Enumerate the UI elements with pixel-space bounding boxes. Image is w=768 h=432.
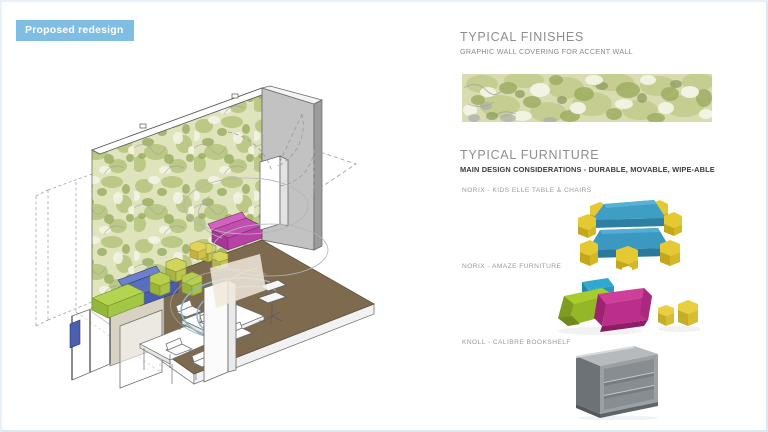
isometric-room-rendering [14, 54, 414, 424]
finishes-section: TYPICAL FINISHES GRAPHIC WALL COVERING F… [460, 30, 716, 56]
furniture-item-label-1: NORIX - KIDS ELLE TABLE & CHAIRS [462, 187, 592, 194]
finishes-subtitle: GRAPHIC WALL COVERING FOR ACCENT WALL [460, 47, 633, 56]
proposed-redesign-tag: Proposed redesign [16, 20, 134, 41]
kids-elle-table-chairs-image [570, 188, 690, 274]
furniture-item-label-2: NORIX - AMAZE FURNITURE [462, 263, 562, 270]
lounge-seating-green [91, 283, 145, 319]
calibre-bookshelf-image [558, 342, 672, 421]
lounge-seating-magenta [207, 211, 263, 251]
furniture-item-label-3: KNOLL - CALIBRE BOOKSHELF [462, 339, 571, 346]
furniture-subtitle: MAIN DESIGN CONSIDERATIONS - DURABLE, MO… [460, 165, 715, 174]
finishes-title: TYPICAL FINISHES [460, 30, 584, 44]
furniture-title: TYPICAL FURNITURE [460, 148, 600, 162]
glass-partition-2 [119, 309, 163, 389]
wall-covering-swatch [462, 74, 712, 122]
blue-accent-panel [69, 319, 81, 349]
amaze-furniture-image [540, 274, 702, 336]
ceiling-swing-outline [183, 177, 329, 277]
furniture-section-heading: TYPICAL FURNITURE MAIN DESIGN CONSIDERAT… [460, 148, 720, 174]
door-swing-arcs [227, 113, 357, 193]
floor-light-patch [210, 254, 266, 308]
reception-column [259, 155, 289, 231]
